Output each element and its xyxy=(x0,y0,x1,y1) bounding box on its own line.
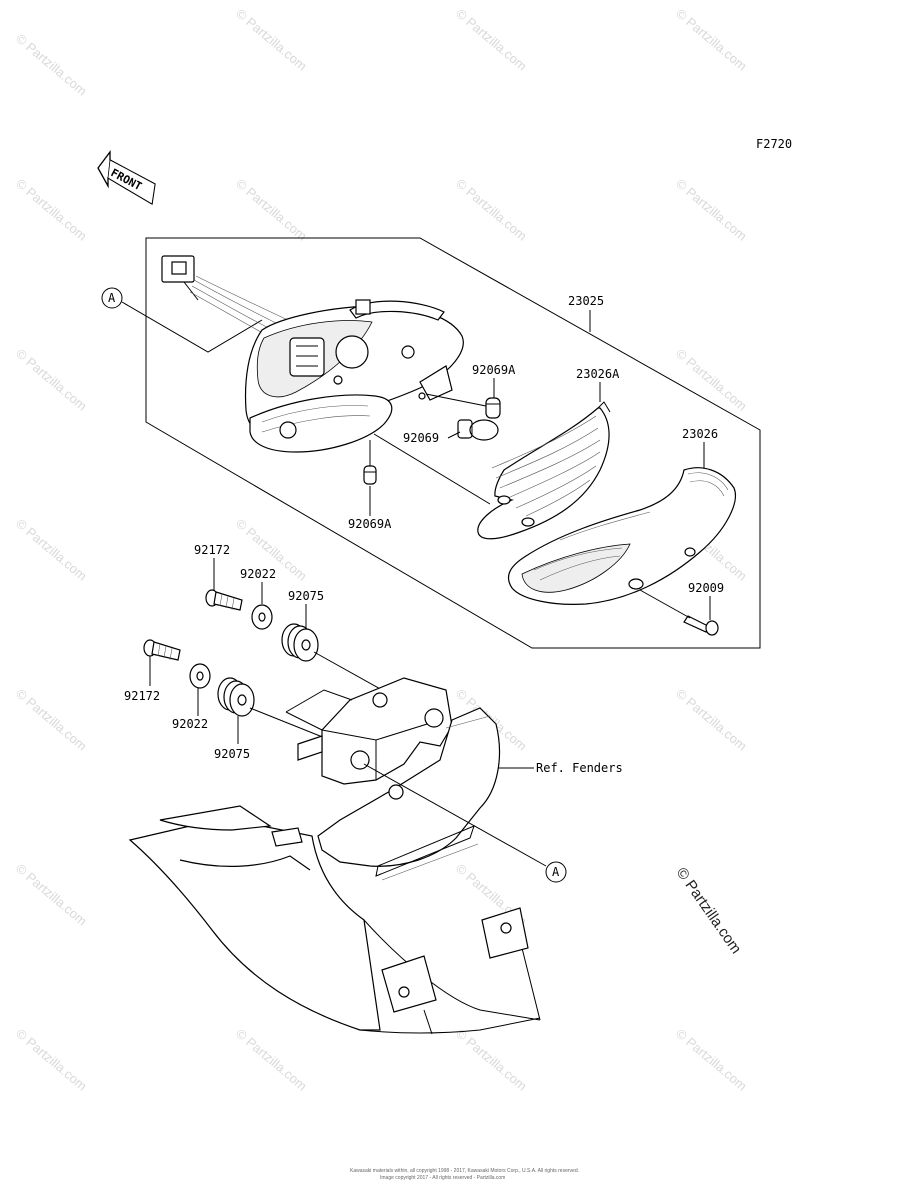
watermark-text: © Partzilla.com xyxy=(13,516,90,584)
bulb-92069a-upper: 92069A xyxy=(425,363,516,419)
part-label-92069a-upper: 92069A xyxy=(472,363,516,377)
watermark-text: © Partzilla.com xyxy=(13,176,90,244)
front-arrow: FRONT xyxy=(97,150,156,206)
footer-copyright: Kawasaki materials within, all copyright… xyxy=(350,1168,579,1174)
diagram-code: F2720 xyxy=(756,137,792,151)
grommet-92075-upper xyxy=(281,623,383,691)
watermark-text: © Partzilla.com xyxy=(233,6,310,74)
grommet-92075-lower xyxy=(217,677,331,741)
washer-92022-lower xyxy=(189,663,211,689)
watermark-text: © Partzilla.com xyxy=(233,1026,310,1094)
watermark-text: © Partzilla.com xyxy=(453,1026,530,1094)
lens-23026a xyxy=(477,401,611,540)
footer-copyright-2: Image copyright 2017 - All rights reserv… xyxy=(380,1175,505,1181)
assembly-boundary xyxy=(145,237,761,649)
watermark-text: © Partzilla.com xyxy=(13,31,90,99)
tail-light-housing xyxy=(161,255,464,453)
watermark-text: © Partzilla.com xyxy=(13,861,90,929)
bulb-92069: 92069 xyxy=(403,419,499,445)
brand-watermark: © Partzilla.com xyxy=(673,865,745,958)
part-label-23026: 23026 xyxy=(682,427,718,441)
part-label-23026a: 23026A xyxy=(576,367,620,381)
part-label-92069: 92069 xyxy=(403,431,439,445)
callout-a-top: A xyxy=(101,287,263,353)
part-label-92069a-lower: 92069A xyxy=(348,517,392,531)
part-label-92009: 92009 xyxy=(688,581,724,595)
part-label-92172-lower: 92172 xyxy=(124,689,160,703)
part-label-92172-upper: 92172 xyxy=(194,543,230,557)
fender-bracket xyxy=(128,677,541,1035)
watermark-text: © Partzilla.com xyxy=(673,1026,750,1094)
watermark-text: © Partzilla.com xyxy=(13,686,90,754)
watermark-text: © Partzilla.com xyxy=(453,176,530,244)
watermark-text: © Partzilla.com xyxy=(673,686,750,754)
watermark-text: © Partzilla.com xyxy=(673,176,750,244)
lens-23026 xyxy=(507,467,736,605)
watermark-text: © Partzilla.com xyxy=(233,176,310,244)
watermark-text: © Partzilla.com xyxy=(673,346,750,414)
screw-92009 xyxy=(639,589,719,636)
bolt-92172-lower xyxy=(143,639,181,661)
ref-label: Ref. Fenders xyxy=(536,761,623,775)
watermark-text: © Partzilla.com xyxy=(453,6,530,74)
part-label-92075-upper: 92075 xyxy=(288,589,324,603)
bolt-92172-upper xyxy=(205,589,243,611)
watermark-text: © Partzilla.com xyxy=(13,1026,90,1094)
callout-a-label: A xyxy=(552,865,560,879)
part-label-92022-upper: 92022 xyxy=(240,567,276,581)
watermark-text: © Partzilla.com xyxy=(673,6,750,74)
part-label-23025: 23025 xyxy=(568,294,604,308)
watermark-text: © Partzilla.com xyxy=(13,346,90,414)
part-label-92075-lower: 92075 xyxy=(214,747,250,761)
part-label-92022-lower: 92022 xyxy=(172,717,208,731)
washer-92022-upper xyxy=(251,604,273,630)
callout-a-bottom: A xyxy=(363,763,567,883)
bulb-92069a-lower: 92069A xyxy=(348,440,392,531)
callout-a-label: A xyxy=(108,291,116,305)
